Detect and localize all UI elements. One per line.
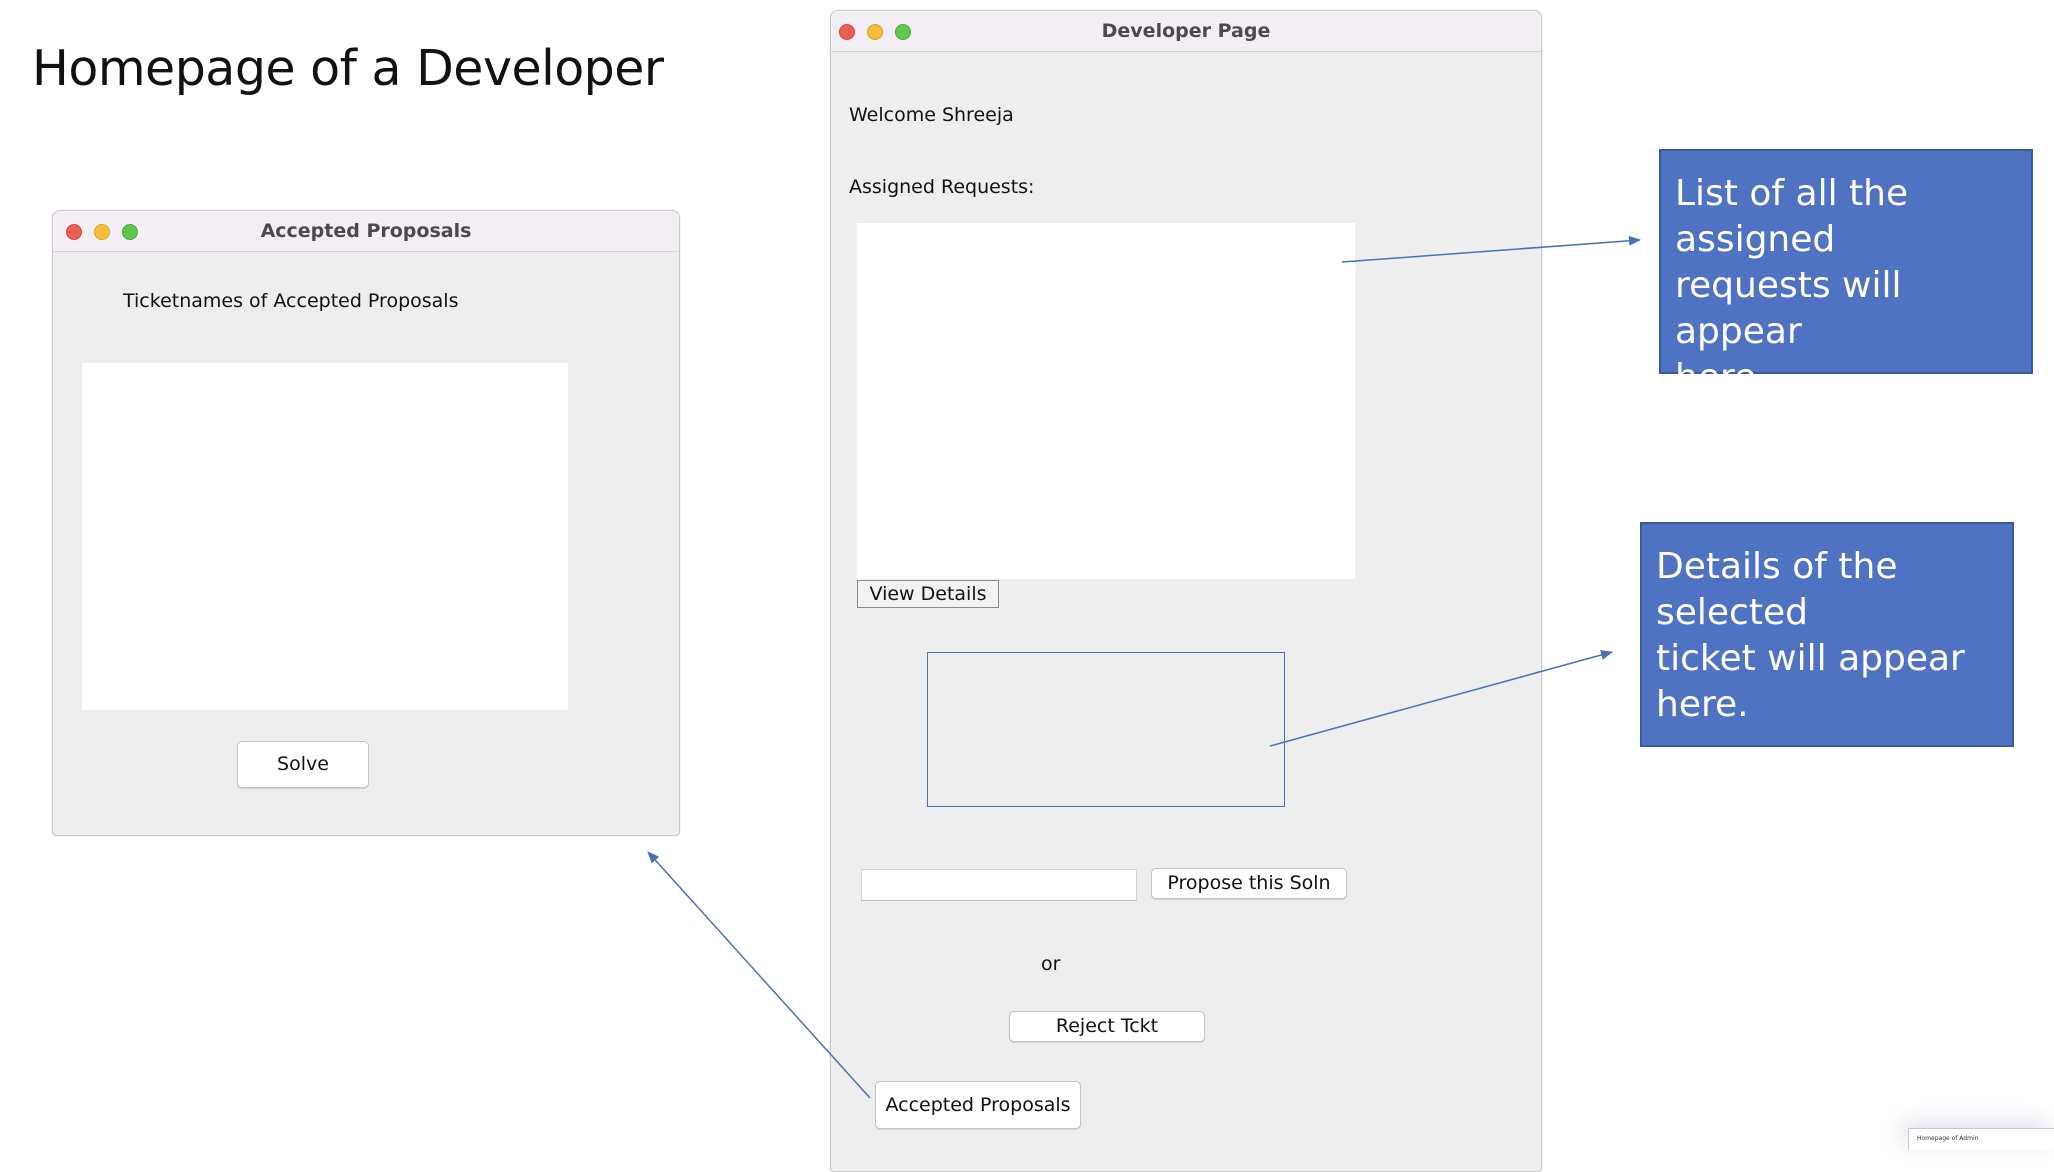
accepted-proposals-titlebar: Accepted Proposals <box>53 211 679 252</box>
next-slide-thumbnail[interactable]: Homepage of Admin <box>1908 1128 2054 1150</box>
close-window-icon[interactable] <box>66 224 82 240</box>
propose-solution-button[interactable]: Propose this Soln <box>1151 868 1347 899</box>
proposed-solution-input[interactable] <box>861 869 1137 901</box>
welcome-label: Welcome Shreeja <box>849 104 1014 126</box>
ticket-details-callout-text: Details of the selected ticket will appe… <box>1656 546 1965 725</box>
thumbnail-text: Homepage of Admin <box>1917 1135 1979 1142</box>
ticket-details-area <box>927 652 1285 807</box>
assigned-requests-list[interactable] <box>857 223 1355 579</box>
reject-ticket-button[interactable]: Reject Tckt <box>1009 1011 1205 1042</box>
slide-title: Homepage of a Developer <box>32 40 664 97</box>
developer-page-window: Developer Page Welcome Shreeja Assigned … <box>830 10 1542 1172</box>
minimize-window-icon[interactable] <box>867 24 883 40</box>
developer-page-titlebar: Developer Page <box>831 11 1541 52</box>
minimize-window-icon[interactable] <box>94 224 110 240</box>
solve-button[interactable]: Solve <box>237 741 369 788</box>
ticket-details-callout: Details of the selected ticket will appe… <box>1640 522 2014 747</box>
assigned-requests-label: Assigned Requests: <box>849 176 1035 198</box>
or-label: or <box>1041 953 1061 975</box>
assigned-requests-callout: List of all the assigned requests will a… <box>1659 149 2033 398</box>
window-title: Accepted Proposals <box>260 220 472 242</box>
maximize-window-icon[interactable] <box>122 224 138 240</box>
maximize-window-icon[interactable] <box>895 24 911 40</box>
accepted-proposals-list[interactable] <box>82 363 568 710</box>
window-title: Developer Page <box>1101 20 1271 42</box>
view-details-button[interactable]: View Details <box>857 580 999 608</box>
close-window-icon[interactable] <box>839 24 855 40</box>
accepted-proposals-button[interactable]: Accepted Proposals <box>875 1081 1081 1129</box>
accepted-proposals-heading: Ticketnames of Accepted Proposals <box>123 290 459 312</box>
assigned-requests-callout-text: List of all the assigned requests will a… <box>1675 173 1909 398</box>
accepted-proposals-window: Accepted Proposals Ticketnames of Accept… <box>52 210 680 836</box>
